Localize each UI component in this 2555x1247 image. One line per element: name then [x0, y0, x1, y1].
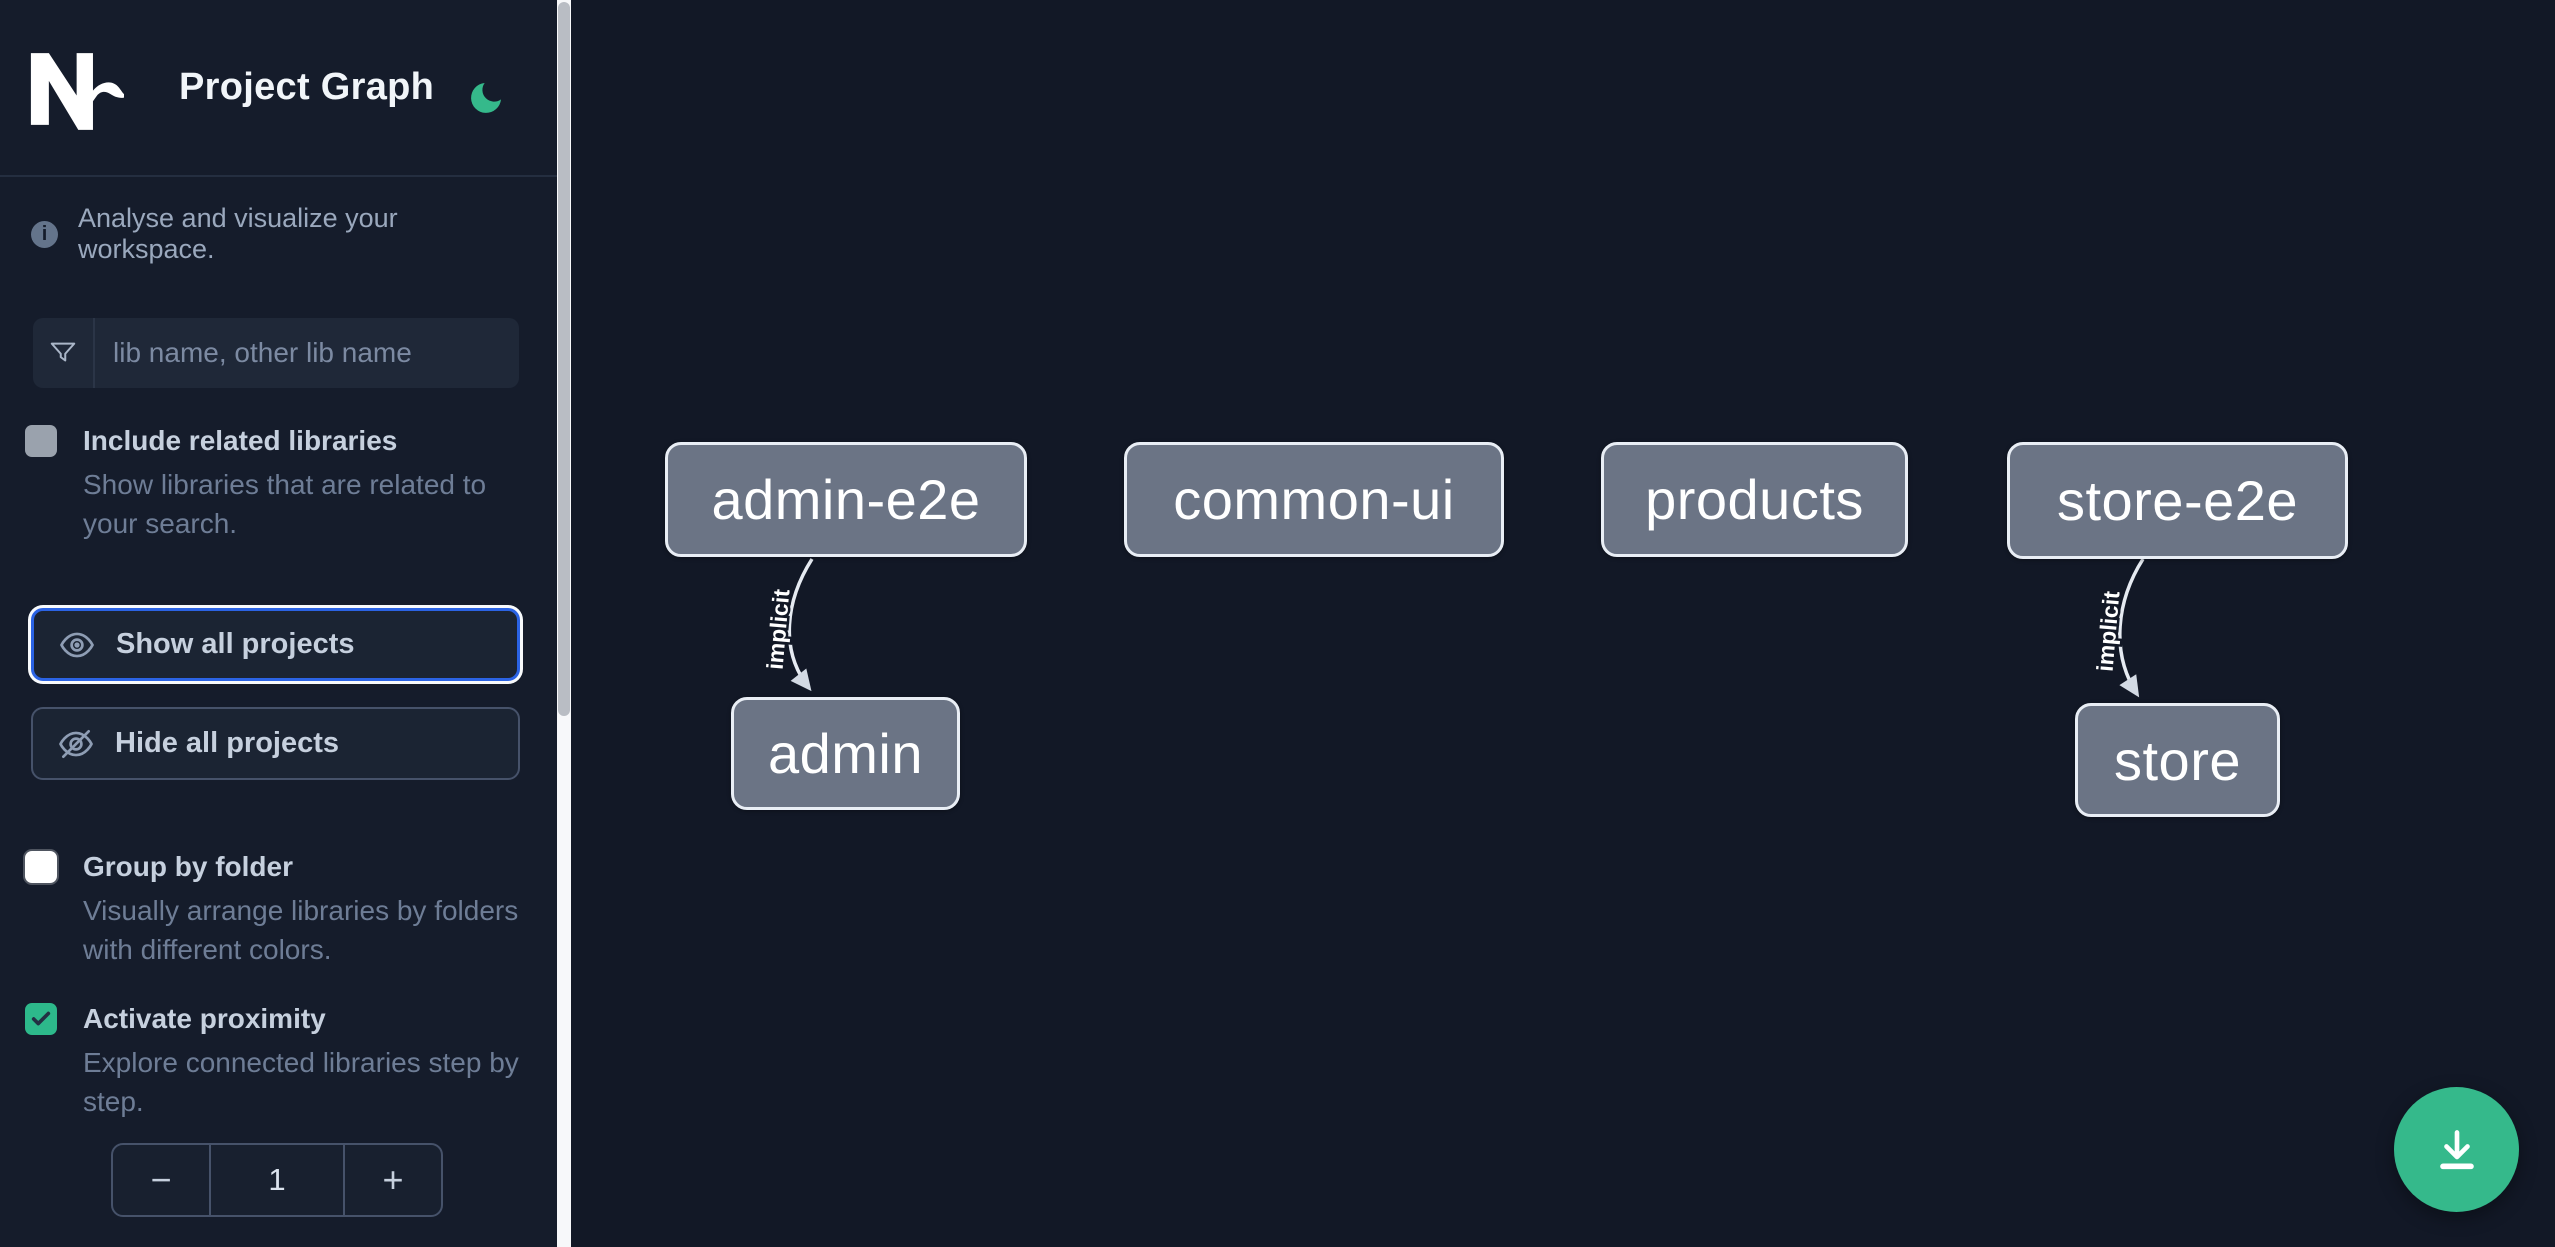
edge-admin-e2e-admin: [787, 558, 814, 692]
activate-proximity-description: Explore connected libraries step by step…: [83, 1047, 519, 1117]
sidebar-scrollbar-track: [557, 0, 571, 1247]
nx-logo-icon: [30, 53, 124, 130]
decrement-button[interactable]: −: [150, 1159, 172, 1200]
depth-value: 1: [209, 1145, 345, 1215]
activate-proximity-label: Activate proximity: [83, 1003, 326, 1034]
proximity-depth-stepper: − 1 +: [111, 1143, 443, 1217]
include-related-block: Include related libraries Show libraries…: [25, 423, 529, 543]
funnel-icon: [33, 318, 95, 388]
download-icon: [2439, 1129, 2474, 1169]
activate-proximity-checkbox[interactable]: [25, 1003, 57, 1035]
info-text: Analyse and visualize your workspace.: [78, 203, 398, 264]
include-related-description: Show libraries that are related to your …: [83, 469, 487, 539]
info-icon: i: [31, 220, 58, 248]
project-node-store[interactable]: store: [2075, 703, 2280, 817]
project-node-admin-e2e[interactable]: admin-e2e: [665, 442, 1027, 557]
hide-all-projects-button[interactable]: Hide all projects: [31, 707, 520, 780]
hide-all-projects-label: Hide all projects: [115, 727, 340, 759]
group-by-folder-description: Visually arrange libraries by folders wi…: [83, 895, 519, 965]
search-input[interactable]: [95, 318, 519, 388]
filter-search: [33, 318, 519, 388]
increment-button[interactable]: +: [382, 1159, 404, 1200]
edge-label-implicit: implicit: [2092, 590, 2125, 673]
eye-icon: [60, 632, 94, 657]
group-by-folder-block: Group by folder Visually arrange librari…: [25, 849, 529, 969]
sidebar-scrollbar-thumb[interactable]: [558, 2, 570, 716]
include-related-checkbox[interactable]: [25, 425, 57, 457]
workspace-info: i Analyse and visualize your workspace.: [31, 203, 537, 265]
page-title: Project Graph: [179, 66, 435, 108]
edge-store-e2e-store: [2118, 558, 2145, 698]
check-icon: [31, 1011, 51, 1026]
group-by-folder-label: Group by folder: [83, 851, 293, 882]
project-node-store-e2e[interactable]: store-e2e: [2007, 442, 2348, 559]
project-node-products[interactable]: products: [1601, 442, 1908, 557]
include-related-label: Include related libraries: [83, 425, 398, 456]
group-by-folder-checkbox[interactable]: [25, 851, 57, 883]
project-graph-canvas[interactable]: implicit implicit admin-e2e common-ui pr…: [571, 0, 2555, 1247]
sidebar-header: Project Graph: [0, 0, 557, 177]
eye-off-icon: [59, 729, 93, 758]
show-all-projects-button[interactable]: Show all projects: [31, 608, 520, 681]
graph-edges: implicit implicit: [759, 558, 2145, 698]
moon-icon[interactable]: [466, 78, 506, 118]
activate-proximity-block: Activate proximity Explore connected lib…: [25, 1001, 529, 1121]
project-node-common-ui[interactable]: common-ui: [1124, 442, 1504, 557]
sidebar: Project Graph i Analyse and visualize yo…: [0, 0, 557, 1247]
project-node-admin[interactable]: admin: [731, 697, 960, 810]
edge-label-implicit: implicit: [762, 588, 795, 671]
download-image-button[interactable]: [2394, 1087, 2519, 1212]
show-all-projects-label: Show all projects: [116, 628, 355, 660]
